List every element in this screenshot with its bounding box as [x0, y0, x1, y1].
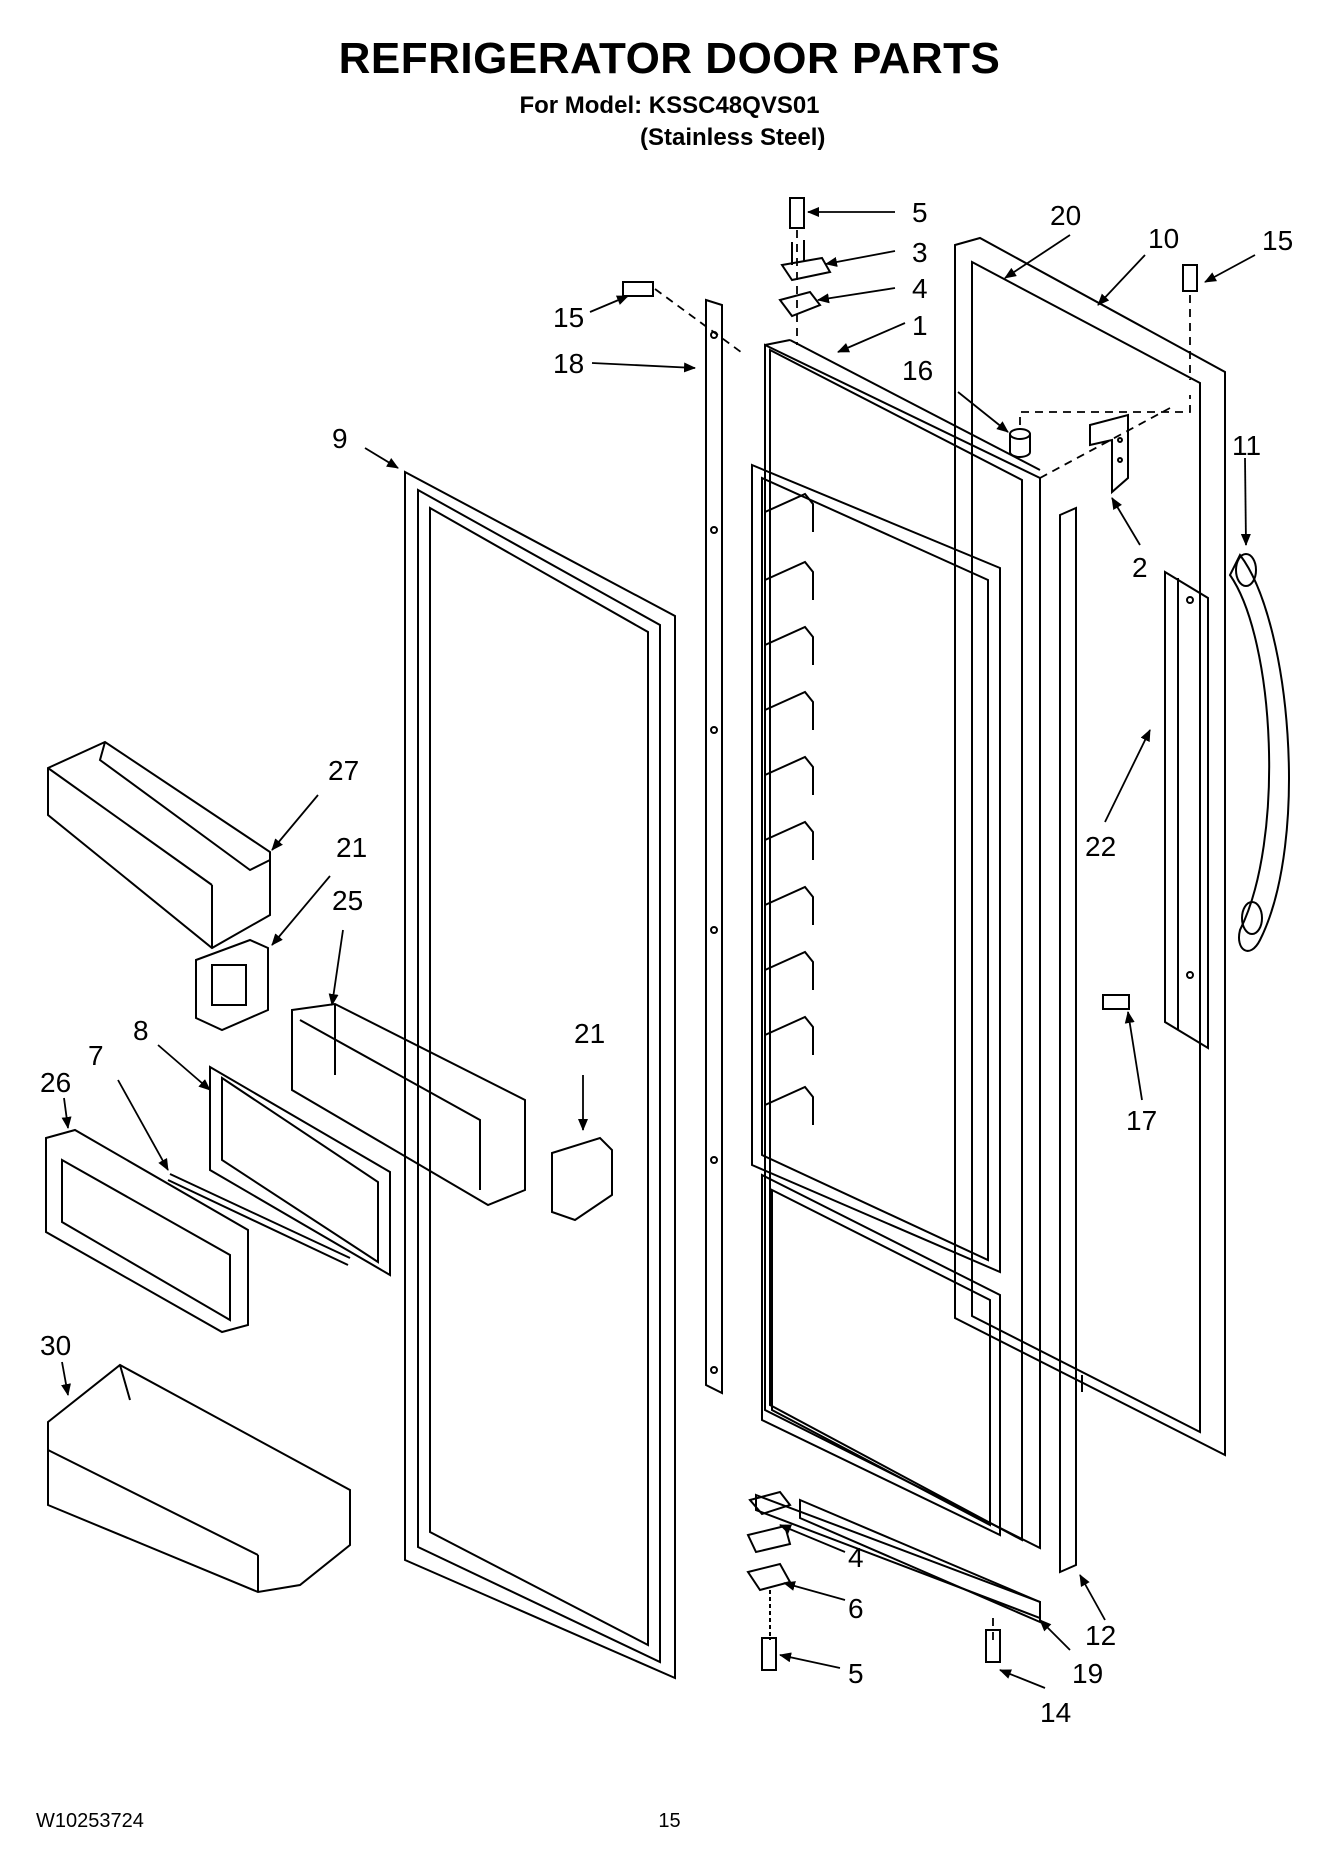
- callout-labels: 5 3 4 1 20 10 15 15 18 16 9 11 2 27 21 2…: [40, 197, 1293, 1728]
- screw-parts: [622, 197, 1198, 1671]
- door-strip-part: [1059, 506, 1077, 1574]
- callout-30: 30: [40, 1330, 71, 1361]
- callout-18: 18: [553, 348, 584, 379]
- large-door-bin-part: [47, 1363, 351, 1594]
- callout-26: 26: [40, 1067, 71, 1098]
- seal-strip-part: [167, 1173, 351, 1266]
- bracket-part: [1089, 413, 1129, 495]
- page-number: 15: [658, 1810, 681, 1832]
- callout-15-right: 15: [1262, 225, 1293, 256]
- door-handle-part: [1228, 553, 1290, 952]
- document-number: W10253724: [36, 1810, 144, 1832]
- callout-19: 19: [1072, 1658, 1103, 1689]
- finish-line: (Stainless Steel): [640, 124, 826, 151]
- callout-3: 3: [912, 237, 928, 268]
- callout-11: 11: [1232, 430, 1261, 461]
- callout-5-top: 5: [912, 197, 928, 228]
- bushing-part: [1009, 428, 1031, 458]
- door-liner-part: [751, 339, 1041, 1550]
- top-hinge-part: [778, 240, 832, 318]
- callout-15-left: 15: [553, 302, 584, 333]
- callout-5-bottom: 5: [848, 1658, 864, 1689]
- callout-6: 6: [848, 1593, 864, 1624]
- callout-25: 25: [332, 885, 363, 916]
- door-liner-ledges: [764, 492, 814, 1125]
- callout-17: 17: [1126, 1105, 1157, 1136]
- callout-8: 8: [133, 1015, 149, 1046]
- callout-9: 9: [332, 423, 348, 454]
- bottom-cover-part: [755, 1493, 1041, 1624]
- callout-4-top: 4: [912, 273, 928, 304]
- trim-strip-part: [705, 298, 723, 1395]
- outer-door-part: [954, 236, 1226, 1457]
- callout-2: 2: [1132, 552, 1148, 583]
- callout-27: 27: [328, 755, 359, 786]
- callout-22: 22: [1085, 831, 1116, 862]
- callout-20: 20: [1050, 200, 1081, 231]
- callout-14: 14: [1040, 1697, 1071, 1728]
- assembly-lines: [654, 230, 1191, 1640]
- door-bin-part: [47, 740, 271, 950]
- callout-12: 12: [1085, 1620, 1116, 1651]
- handle-trim-part: [1164, 570, 1209, 1050]
- dairy-door-frame-part: [209, 1065, 391, 1277]
- bin-bracket-part: [195, 938, 269, 1032]
- callout-16: 16: [902, 355, 933, 386]
- page-title: REFRIGERATOR DOOR PARTS: [338, 34, 1001, 83]
- dairy-door-part: [45, 1128, 249, 1334]
- callout-21-left: 21: [336, 832, 367, 863]
- leader-arrows: [61, 207, 1256, 1689]
- bin-bracket-part-right: [551, 1136, 613, 1222]
- door-gasket-part: [404, 470, 676, 1680]
- model-line: For Model: KSSC48QVS01: [519, 92, 820, 119]
- callout-7: 7: [88, 1040, 104, 1071]
- callout-10: 10: [1148, 223, 1179, 254]
- callout-1: 1: [912, 310, 928, 341]
- dairy-compartment-part: [291, 1002, 526, 1207]
- callout-4-bottom: 4: [848, 1542, 864, 1573]
- callout-21-mid: 21: [574, 1018, 605, 1049]
